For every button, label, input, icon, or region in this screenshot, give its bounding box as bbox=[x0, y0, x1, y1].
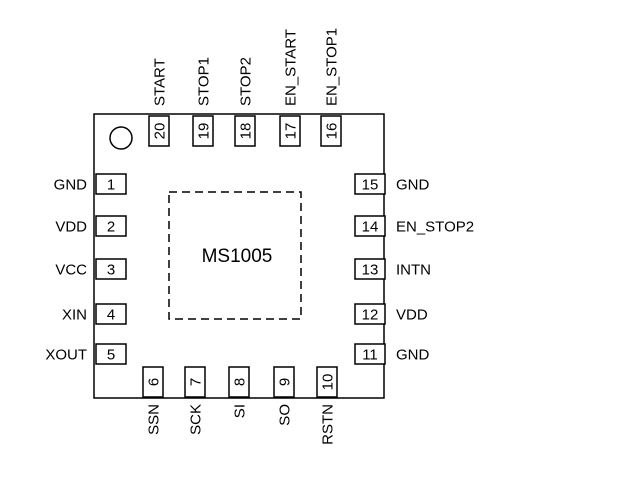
pin-name-20: START bbox=[152, 58, 169, 106]
pin-number-8: 8 bbox=[232, 378, 249, 386]
pin-number-12: 12 bbox=[362, 307, 379, 324]
pin-pad-15 bbox=[354, 173, 386, 195]
pin-number-19: 19 bbox=[196, 123, 213, 140]
pin-pad-4 bbox=[95, 303, 127, 325]
pin-name-7: SCK bbox=[188, 404, 205, 435]
pin-pad-2 bbox=[95, 215, 127, 237]
pin-name-9: SO bbox=[277, 404, 294, 426]
pin-number-15: 15 bbox=[362, 177, 379, 194]
chip-label: MS1005 bbox=[202, 246, 273, 267]
pin1-marker bbox=[109, 126, 133, 150]
pin-name-18: STOP2 bbox=[238, 57, 255, 106]
pin-name-19: STOP1 bbox=[196, 57, 213, 106]
pin-number-2: 2 bbox=[107, 219, 115, 236]
package-body bbox=[93, 113, 385, 399]
pin-name-3: VCC bbox=[55, 262, 87, 279]
pin-pad-8 bbox=[228, 366, 250, 398]
pin-pad-7 bbox=[184, 366, 206, 398]
pin-pad-17 bbox=[279, 115, 301, 147]
pin-name-16: EN_STOP1 bbox=[324, 28, 341, 106]
pin-name-1: GND bbox=[54, 177, 88, 194]
pin-pad-16 bbox=[320, 115, 342, 147]
pin-number-11: 11 bbox=[362, 347, 378, 364]
pin-pad-14 bbox=[354, 215, 386, 237]
pin-name-2: VDD bbox=[55, 219, 87, 236]
pin-name-15: GND bbox=[396, 177, 430, 194]
pin-pad-6 bbox=[142, 366, 164, 398]
pin-name-6: SSN bbox=[146, 404, 163, 435]
pin-number-1: 1 bbox=[107, 177, 115, 194]
pin-number-7: 7 bbox=[188, 378, 205, 386]
pin-number-20: 20 bbox=[152, 123, 169, 140]
pin-pad-13 bbox=[354, 258, 386, 280]
pin-pad-18 bbox=[234, 115, 256, 147]
pin-name-13: INTN bbox=[396, 262, 431, 279]
pin-number-9: 9 bbox=[277, 378, 294, 386]
pin-name-14: EN_STOP2 bbox=[396, 219, 474, 236]
pin-name-8: SI bbox=[232, 404, 249, 418]
pin-pad-10 bbox=[316, 366, 338, 398]
pin-number-6: 6 bbox=[146, 378, 163, 386]
pin-name-4: XIN bbox=[62, 307, 87, 324]
pin-name-17: EN_START bbox=[283, 29, 300, 106]
pin-name-5: XOUT bbox=[45, 347, 87, 364]
pin-number-17: 17 bbox=[283, 123, 300, 140]
pin-pad-11 bbox=[354, 343, 386, 365]
pin-pad-20 bbox=[148, 115, 170, 147]
pin-number-10: 10 bbox=[320, 374, 337, 391]
pin-number-3: 3 bbox=[107, 262, 115, 279]
exposed-pad bbox=[168, 191, 302, 320]
pin-name-10: RSTN bbox=[320, 404, 337, 445]
pin-pad-9 bbox=[273, 366, 295, 398]
pin-name-11: GND bbox=[396, 347, 430, 364]
pin-pad-5 bbox=[95, 343, 127, 365]
pin-pad-12 bbox=[354, 303, 386, 325]
pin-number-14: 14 bbox=[362, 219, 379, 236]
pin-number-18: 18 bbox=[238, 123, 255, 140]
pin-name-12: VDD bbox=[396, 307, 428, 324]
pin-number-4: 4 bbox=[107, 307, 115, 324]
pin-pad-19 bbox=[192, 115, 214, 147]
pin-number-16: 16 bbox=[324, 123, 341, 140]
pin-number-13: 13 bbox=[362, 262, 379, 279]
pin-pad-3 bbox=[95, 258, 127, 280]
pin-number-5: 5 bbox=[107, 347, 115, 364]
pin-pad-1 bbox=[95, 173, 127, 195]
